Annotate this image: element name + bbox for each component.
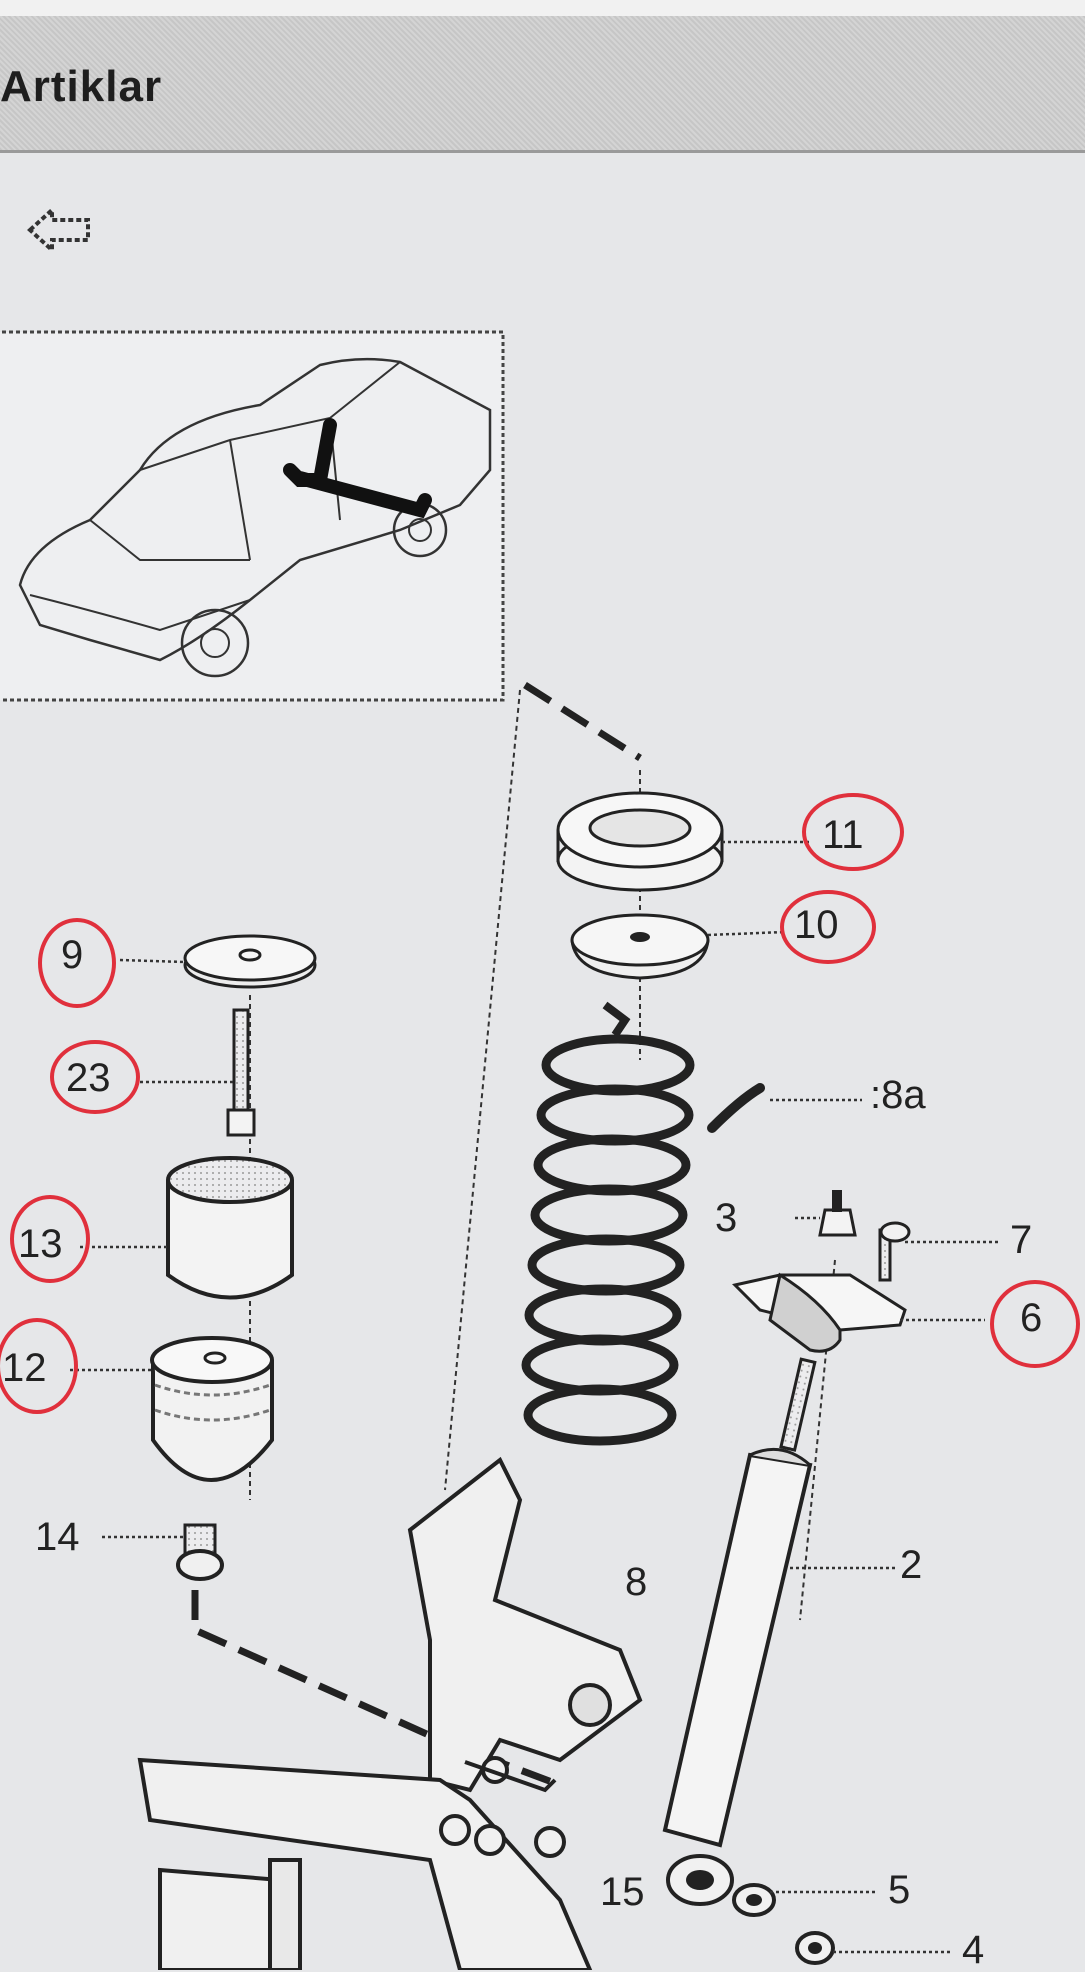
part-11-spring-seat[interactable] xyxy=(556,791,724,892)
callout-6-highlight xyxy=(990,1280,1080,1368)
back-arrow-icon xyxy=(27,205,90,255)
spring-tip xyxy=(602,1001,631,1038)
rear-axle-frame[interactable] xyxy=(137,1456,643,1970)
callout-8a[interactable]: :8a xyxy=(870,1073,926,1117)
callout-14[interactable]: 14 xyxy=(35,1515,80,1559)
part-13-rubber-bushing-upper[interactable] xyxy=(166,1156,294,1300)
part-2-shock-absorber[interactable] xyxy=(662,1357,817,1906)
vehicle-overview-thumbnail[interactable] xyxy=(0,330,505,702)
part-8-coil-spring[interactable] xyxy=(521,1034,695,1446)
part-10-buffer-cap[interactable] xyxy=(570,913,710,980)
back-button[interactable] xyxy=(26,205,96,255)
callout-9-highlight xyxy=(38,918,116,1008)
callout-13-highlight xyxy=(10,1195,90,1283)
part-8a-insulator[interactable] xyxy=(707,1083,765,1133)
part-9-washer[interactable] xyxy=(183,934,317,989)
header-bar: Artiklar xyxy=(0,0,1085,153)
callout-5[interactable]: 5 xyxy=(888,1868,911,1912)
callout-2[interactable]: 2 xyxy=(900,1543,923,1587)
part-6-upper-mount[interactable] xyxy=(732,1272,907,1353)
callout-12-highlight xyxy=(0,1318,78,1414)
part-7-bolt[interactable] xyxy=(878,1221,911,1282)
part-3-nut[interactable] xyxy=(818,1190,857,1237)
callout-8[interactable]: 8 xyxy=(625,1560,648,1604)
callout-4[interactable]: 4 xyxy=(962,1928,985,1972)
callout-10-highlight xyxy=(780,890,876,964)
part-4-nut[interactable] xyxy=(795,1931,835,1965)
part-23-bolt[interactable] xyxy=(226,1008,256,1137)
header-top-strip xyxy=(0,0,1085,16)
part-14-nut[interactable] xyxy=(176,1523,224,1581)
callout-23-highlight xyxy=(50,1040,140,1114)
callout-3[interactable]: 3 xyxy=(715,1196,738,1240)
callout-15[interactable]: 15 xyxy=(600,1870,645,1914)
part-5-washer[interactable] xyxy=(732,1883,776,1917)
callout-11-highlight xyxy=(802,793,904,871)
part-12-rubber-bushing-lower[interactable] xyxy=(150,1336,274,1482)
callout-7[interactable]: 7 xyxy=(1010,1218,1033,1262)
label-leader-lines xyxy=(70,840,1000,1954)
page-title: Artiklar xyxy=(0,62,163,111)
